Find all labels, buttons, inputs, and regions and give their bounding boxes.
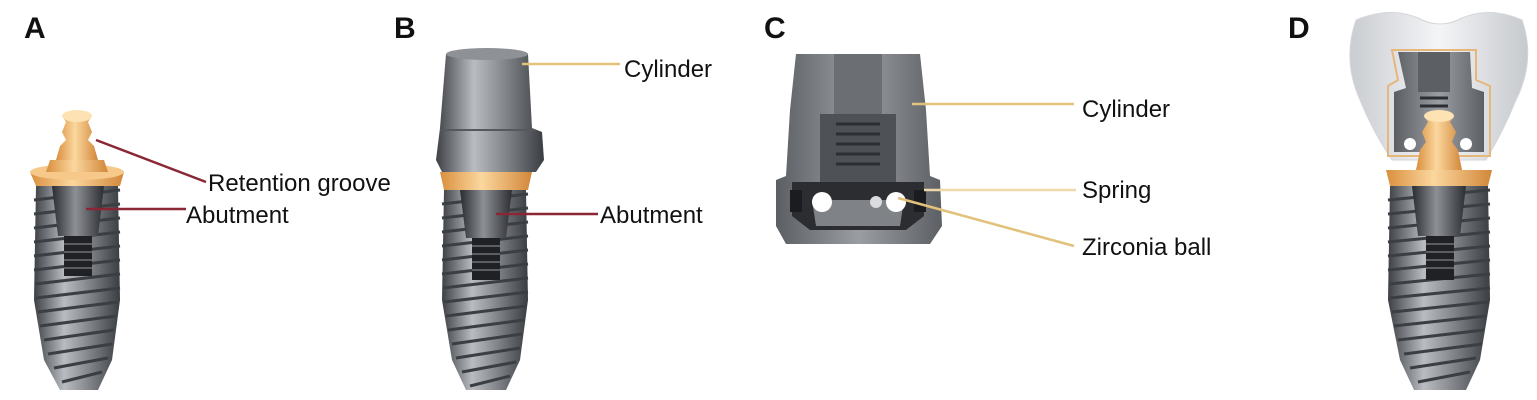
panel-c-label-zirconia-ball: Zirconia ball [1082,234,1211,261]
panel-b: B Cylinder Abutment [394,12,712,390]
panel-c-letter: C [764,12,786,45]
panel-b-gold-ring [440,172,532,190]
panel-d-letter: D [1288,12,1310,45]
panel-c-bore [834,54,882,114]
panel-b-letter: B [394,12,416,45]
panel-b-label-cylinder: Cylinder [624,56,712,83]
panel-a-abutment-neck [52,186,104,236]
panel-a-label-abutment: Abutment [186,202,289,229]
panel-c-zirconia-ball-right [886,192,906,212]
panel-c: C Cylinder Spring Zirconia ball [764,12,1211,261]
panel-d-ball-left [1404,138,1416,150]
panel-a-retention-head [56,116,98,160]
panel-c-zirconia-ball-left [812,192,832,212]
panel-c-label-cylinder: Cylinder [1082,96,1170,123]
panel-a: A Retention groove Abutment [24,12,391,390]
panel-a-label-retention-groove: Retention groove [208,170,391,197]
panel-a-letter: A [24,12,46,45]
panel-b-cylinder [436,54,544,172]
panel-b-label-abutment: Abutment [600,202,703,229]
panel-d-ball-right [1460,138,1472,150]
panel-d: D [1288,12,1528,390]
panel-c-spring [914,190,926,212]
panel-c-label-spring: Spring [1082,177,1151,204]
panel-a-screw [64,236,92,276]
